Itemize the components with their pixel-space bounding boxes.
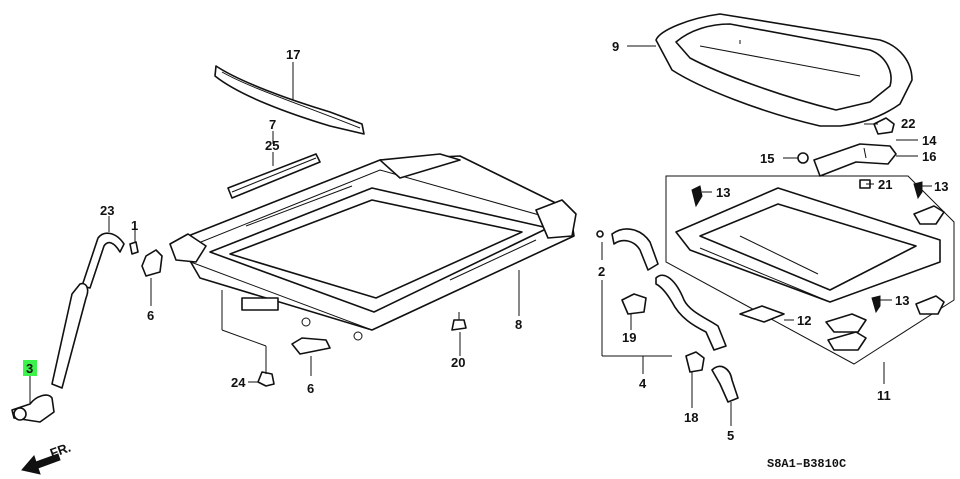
callout-3-highlighted[interactable]: 3 [23, 360, 37, 376]
part-22-clip[interactable] [873, 117, 895, 135]
part-6-bracket-upper[interactable] [141, 249, 163, 277]
part-15-nut[interactable] [797, 152, 809, 164]
callout-8: 8 [515, 317, 522, 332]
callout-24: 24 [231, 375, 246, 390]
callout-25: 25 [265, 138, 279, 153]
callout-23: 23 [100, 203, 114, 218]
part-20-bolt[interactable] [451, 312, 467, 331]
callout-1: 1 [131, 218, 138, 233]
callout-13b: 13 [934, 179, 948, 194]
callout-16: 16 [922, 149, 936, 164]
leader-lines [29, 45, 932, 426]
svg-text:3: 3 [26, 361, 33, 376]
callout-19: 19 [622, 330, 636, 345]
callout-18: 18 [684, 410, 698, 425]
callout-6a: 6 [147, 308, 154, 323]
callout-labels: 17 7 25 9 22 14 15 16 21 13 13 13 12 11 … [100, 39, 948, 443]
callout-20: 20 [451, 355, 465, 370]
part-11-sunshade-assembly[interactable] [665, 175, 955, 365]
callout-21: 21 [878, 177, 892, 192]
part-14-16-bracket[interactable] [813, 143, 897, 177]
part-12-clip[interactable] [739, 305, 785, 323]
callout-13a: 13 [716, 185, 730, 200]
callout-13c: 13 [895, 293, 909, 308]
part-9-glass-panel[interactable] [655, 13, 913, 127]
callout-12: 12 [797, 313, 811, 328]
callout-11: 11 [877, 388, 891, 403]
part-13-screws[interactable] [691, 181, 923, 314]
part-17-molding[interactable] [214, 65, 365, 135]
callout-7: 7 [269, 117, 276, 132]
callout-17: 17 [286, 47, 300, 62]
part-6-bracket-lower[interactable] [291, 337, 331, 355]
callout-5: 5 [727, 428, 734, 443]
callout-22: 22 [901, 116, 915, 131]
part-24-grommet[interactable] [257, 371, 275, 387]
part-1-clip[interactable] [129, 241, 139, 255]
part-25-strip[interactable] [227, 153, 321, 199]
drain-hose-left[interactable] [11, 232, 125, 423]
callout-6b: 6 [307, 381, 314, 396]
diagram-code: S8A1–B3810C [767, 457, 846, 471]
callout-4: 4 [639, 376, 647, 391]
small-clips-right[interactable] [825, 205, 945, 351]
callout-9: 9 [612, 39, 619, 54]
callout-2: 2 [598, 264, 605, 279]
part-21-bolt[interactable] [859, 179, 871, 189]
callout-15: 15 [760, 151, 774, 166]
front-marker-label: FR. [48, 440, 73, 461]
drain-hoses-right[interactable] [596, 228, 739, 403]
part-8-sunroof-frame[interactable] [169, 153, 577, 341]
callout-14: 14 [922, 133, 937, 148]
front-direction-arrow: FR. [21, 440, 73, 475]
